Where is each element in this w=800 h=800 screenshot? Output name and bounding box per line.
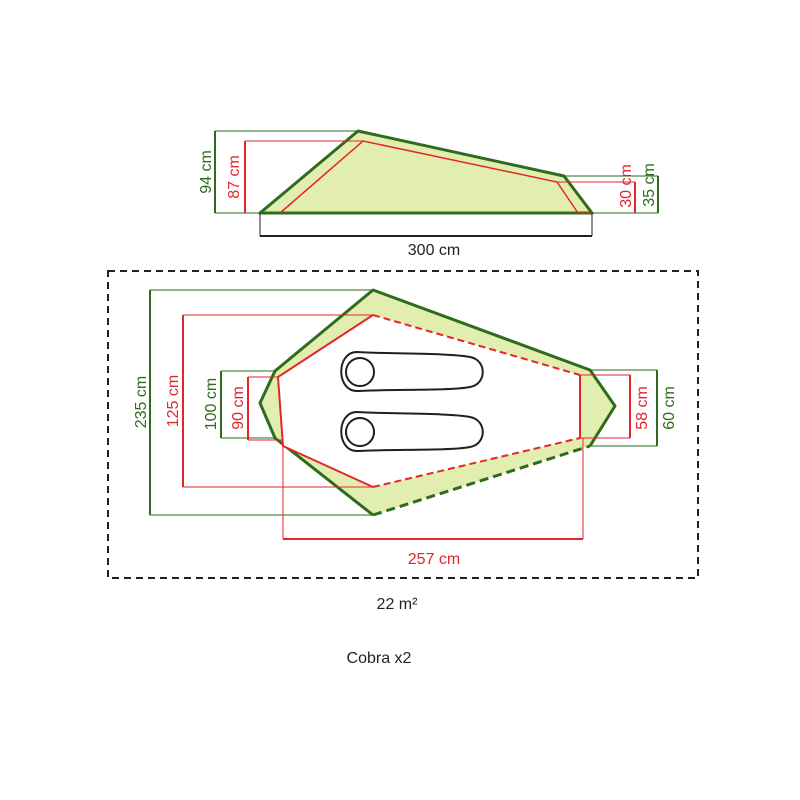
- top-view: 235 cm 125 cm 100 cm 90 cm 58 cm 60 cm 2…: [107, 270, 699, 579]
- side-fly-shape: [258, 129, 594, 215]
- sleeping-pad-outline: [340, 410, 484, 453]
- top-inner-tent-dashed-top: [372, 314, 581, 376]
- footprint-area-label: 22 m²: [377, 596, 419, 613]
- outer-height-label: 94 cm: [198, 150, 215, 194]
- sleeping-pad: [340, 350, 484, 393]
- footprint-area-outline: [107, 270, 699, 579]
- top-fly-outline: [258, 288, 617, 517]
- side-inner-tent-line: [279, 140, 579, 214]
- front-inner-width-label: 90 cm: [230, 386, 247, 430]
- inner-width-label: 125 cm: [165, 375, 182, 427]
- rear-outer-height-label: 35 cm: [641, 163, 658, 207]
- front-outer-width-label: 100 cm: [203, 378, 220, 430]
- pillow-icon: [345, 417, 375, 447]
- sleeping-pad: [340, 410, 484, 453]
- rear-outer-width-label: 60 cm: [661, 386, 678, 430]
- inner-height-label: 87 cm: [226, 155, 243, 199]
- length-label: 300 cm: [408, 242, 460, 259]
- inner-length-label: 257 cm: [408, 551, 460, 568]
- side-view: 94 cm 87 cm 30 cm 35 cm 300 cm: [198, 129, 659, 259]
- top-fly-dashed-edge: [372, 444, 591, 517]
- model-name: Cobra x2: [347, 650, 412, 667]
- outer-width-label: 235 cm: [133, 376, 150, 428]
- top-inner-tent-outline: [276, 314, 374, 488]
- top-inner-tent-dashed-bottom: [372, 437, 581, 488]
- rear-inner-height-label: 30 cm: [618, 164, 635, 208]
- sleeping-pad-outline: [340, 350, 484, 393]
- pillow-icon: [345, 357, 375, 387]
- rear-inner-width-label: 58 cm: [634, 386, 651, 430]
